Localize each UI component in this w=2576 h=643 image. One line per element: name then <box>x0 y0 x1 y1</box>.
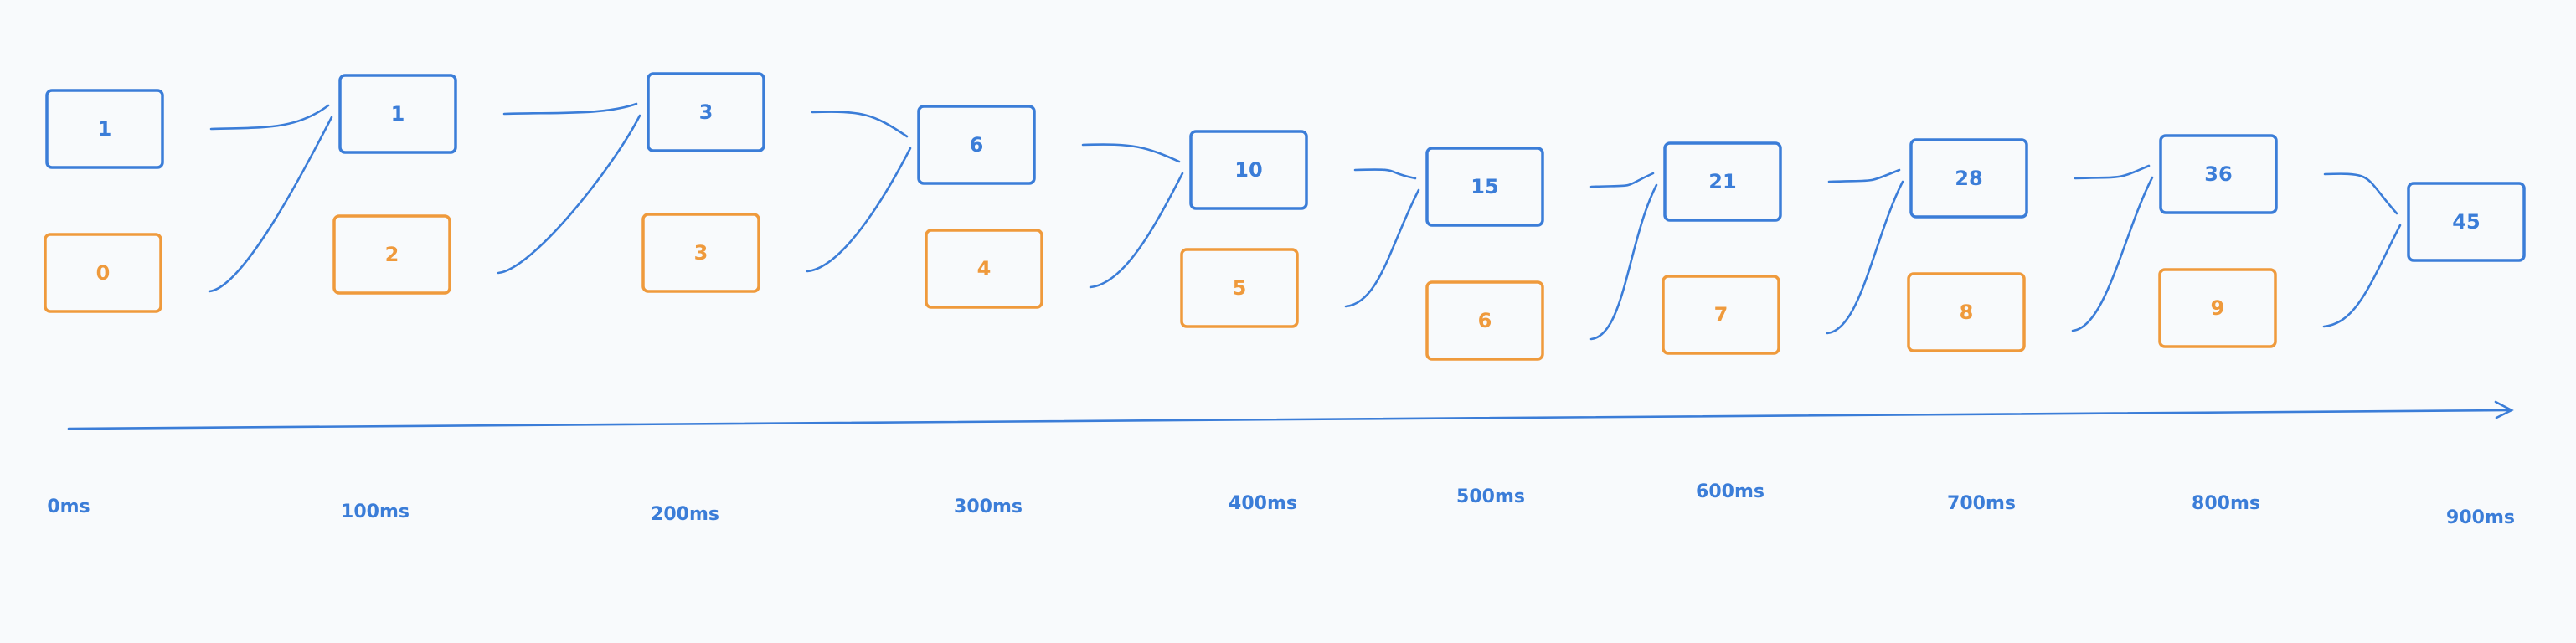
time-label-2: 200ms <box>651 504 719 525</box>
sum-box-8-value: 36 <box>2204 162 2232 186</box>
connector-input-5 <box>1589 183 1658 341</box>
input-box-3-frame <box>925 229 1043 309</box>
connector-sum-0 <box>209 104 330 131</box>
sum-box-0: 1 <box>45 89 164 169</box>
connector-sum-2 <box>811 111 909 138</box>
input-box-8-frame <box>2158 268 2277 348</box>
sum-box-3-frame <box>917 105 1036 185</box>
time-label-4: 400ms <box>1229 493 1297 514</box>
time-axis-arrowhead <box>2494 400 2514 419</box>
input-box-6: 7 <box>1662 275 1780 355</box>
sum-box-3-value: 6 <box>970 133 984 157</box>
connector-sum-6 <box>1827 168 1901 183</box>
time-label-9: 900ms <box>2446 507 2515 528</box>
input-box-2: 3 <box>641 213 760 293</box>
connector-input-3 <box>1089 172 1184 289</box>
connectors <box>208 102 2402 341</box>
connector-sum-1 <box>502 102 638 116</box>
input-box-7-value: 8 <box>1960 301 1974 324</box>
connector-input-1 <box>497 114 641 275</box>
sum-box-6-frame <box>1663 141 1782 222</box>
input-box-4-frame <box>1180 248 1299 328</box>
sum-box-4-frame <box>1189 130 1308 210</box>
connector-input-7 <box>2071 176 2154 332</box>
time-label-6: 600ms <box>1696 481 1765 502</box>
connector-sum-3 <box>1081 143 1181 163</box>
sum-box-2: 3 <box>647 72 765 152</box>
input-box-0-value: 0 <box>96 261 111 285</box>
connector-sum-5 <box>1589 172 1655 188</box>
input-box-1-frame <box>332 214 451 295</box>
connector-input-0 <box>208 116 333 293</box>
connector-input-8 <box>2322 224 2402 328</box>
sum-box-2-frame <box>647 72 765 152</box>
input-box-6-value: 7 <box>1714 303 1728 327</box>
sum-box-6-value: 21 <box>1708 170 1736 193</box>
input-box-1-value: 2 <box>385 243 399 266</box>
sum-box-0-frame <box>45 89 164 169</box>
sum-box-7-frame <box>1909 138 2028 219</box>
time-label-3: 300ms <box>954 496 1023 517</box>
connector-input-2 <box>806 147 912 273</box>
connector-input-6 <box>1826 180 1904 335</box>
time-label-1: 100ms <box>341 502 410 522</box>
input-box-6-frame <box>1662 275 1780 355</box>
sum-box-4-value: 10 <box>1234 158 1262 182</box>
sum-box-2-value: 3 <box>699 100 714 124</box>
sum-box-9-frame <box>2407 182 2526 262</box>
input-box-4-value: 5 <box>1233 276 1247 300</box>
sum-box-9-value: 45 <box>2452 210 2480 234</box>
input-box-0-frame <box>44 233 162 313</box>
sum-box-7-value: 28 <box>1955 167 1982 190</box>
input-box-2-frame <box>641 213 760 293</box>
input-box-8-value: 9 <box>2211 296 2225 320</box>
input-box-0: 0 <box>44 233 162 313</box>
input-box-7: 8 <box>1907 272 2026 352</box>
input-box-3-value: 4 <box>977 257 992 280</box>
sum-box-5: 15 <box>1425 147 1544 227</box>
time-label-0: 0ms <box>47 496 90 517</box>
sum-box-6: 21 <box>1663 141 1782 222</box>
time-axis <box>67 400 2514 430</box>
time-label-8: 800ms <box>2192 493 2260 514</box>
sum-box-7: 28 <box>1909 138 2028 219</box>
connector-sum-7 <box>2074 164 2151 180</box>
sum-box-1-value: 1 <box>391 102 405 126</box>
input-box-5-value: 6 <box>1478 309 1492 332</box>
sum-box-8-frame <box>2159 134 2278 214</box>
connector-input-4 <box>1344 188 1420 308</box>
input-box-2-value: 3 <box>694 241 708 265</box>
input-box-7-frame <box>1907 272 2026 352</box>
sum-box-8: 36 <box>2159 134 2278 214</box>
input-box-8: 9 <box>2158 268 2277 348</box>
sum-box-5-frame <box>1425 147 1544 227</box>
sum-box-5-value: 15 <box>1471 175 1498 198</box>
input-box-4: 5 <box>1180 248 1299 328</box>
connector-sum-8 <box>2323 172 2398 215</box>
sum-box-1-frame <box>338 74 457 154</box>
connector-sum-4 <box>1353 168 1417 180</box>
input-box-5-frame <box>1425 280 1544 361</box>
time-label-7: 700ms <box>1947 493 2016 514</box>
sum-box-9: 45 <box>2407 182 2526 262</box>
sum-box-1: 1 <box>338 74 457 154</box>
time-label-5: 500ms <box>1456 486 1525 507</box>
time-axis-line <box>67 409 2512 430</box>
time-labels: 0ms 100ms 200ms 300ms 400ms 500ms 600ms 700ms 80… <box>47 481 2515 528</box>
sum-box-0-value: 1 <box>98 117 112 141</box>
sum-box-4: 10 <box>1189 130 1308 210</box>
input-box-1: 2 <box>332 214 451 295</box>
sum-box-3: 6 <box>917 105 1036 185</box>
input-box-5: 6 <box>1425 280 1544 361</box>
input-box-3: 4 <box>925 229 1043 309</box>
